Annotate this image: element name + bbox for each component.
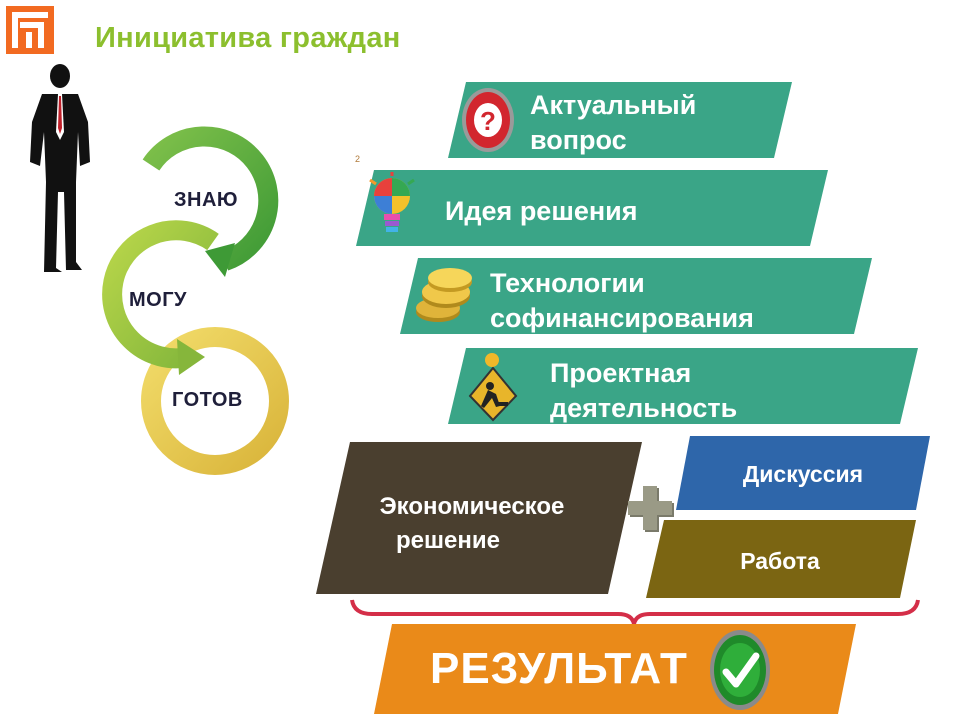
svg-text:?: ? — [480, 106, 496, 136]
coins-icon — [416, 268, 472, 322]
checkmark-icon — [710, 630, 770, 710]
economic-line2: решение — [396, 527, 500, 554]
plus-icon — [628, 486, 674, 532]
economic-block — [316, 442, 642, 594]
step-4-line1: Проектная — [550, 358, 692, 388]
result-label: РЕЗУЛЬТАТ — [430, 644, 688, 693]
businessman-icon — [30, 64, 90, 272]
cycle-label-ready: ГОТОВ — [172, 389, 243, 411]
cycle-diagram — [102, 126, 289, 475]
step-bar-1 — [448, 82, 792, 158]
step-1-line2: вопрос — [530, 125, 627, 155]
work-bar — [646, 520, 916, 598]
step-bar-3 — [400, 258, 872, 334]
question-icon: ? — [462, 88, 514, 152]
lightbulb-icon — [369, 172, 415, 232]
cycle-label-can: МОГУ — [129, 289, 187, 311]
step-4-line2: деятельность — [550, 393, 738, 423]
ring-know — [142, 126, 279, 271]
ring-can — [102, 220, 219, 369]
logo-icon — [6, 6, 54, 54]
step-bar-4 — [448, 348, 918, 424]
step-3-line2: софинансирования — [490, 303, 754, 333]
step-bar-2 — [356, 170, 828, 246]
discussion-bar — [676, 436, 930, 510]
ring-ready — [141, 327, 289, 475]
discussion-label: Дискуссия — [742, 461, 864, 487]
step-2-line1: Идея решения — [445, 196, 638, 226]
work-label: Работа — [740, 548, 820, 574]
brace — [350, 599, 920, 625]
step-3-line1: Технологии — [490, 268, 645, 298]
economic-line1: Экономическое — [379, 493, 565, 520]
slide-number: 2 — [355, 154, 361, 164]
worker-sign-icon — [468, 353, 518, 422]
cycle-label-know: ЗНАЮ — [174, 189, 239, 211]
page-title: Инициатива граждан — [95, 22, 401, 54]
step-1-line1: Актуальный — [530, 90, 697, 120]
